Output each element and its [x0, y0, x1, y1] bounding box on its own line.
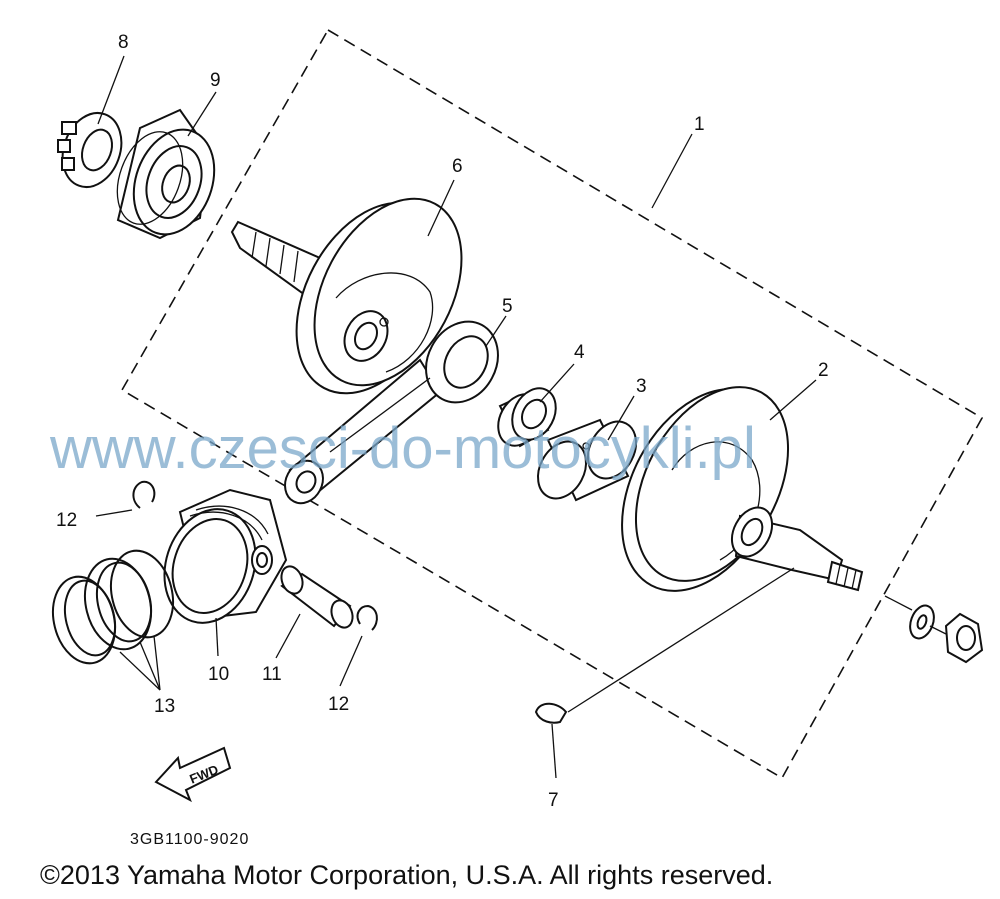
drawing-code: 3GB1100-9020 — [130, 831, 249, 848]
callout-7: 7 — [548, 790, 559, 811]
part-6-crank-left — [230, 197, 463, 395]
part-5-connecting-rod — [284, 320, 499, 505]
callout-6: 6 — [452, 156, 463, 177]
callout-12-right: 12 — [328, 694, 349, 715]
part-4-needle-bearing — [497, 387, 557, 448]
part-10-piston — [163, 488, 288, 624]
callout-13: 13 — [154, 696, 175, 717]
nut — [884, 595, 984, 664]
callout-11: 11 — [262, 664, 282, 685]
callout-12-left: 12 — [56, 510, 77, 531]
callout-9: 9 — [210, 70, 221, 91]
part-13-piston-rings — [52, 549, 174, 665]
callout-8: 8 — [118, 32, 129, 53]
callout-10: 10 — [208, 664, 229, 685]
part-11-piston-pin — [280, 565, 354, 629]
washer — [909, 604, 935, 640]
copyright-notice: ©2013 Yamaha Motor Corporation, U.S.A. A… — [40, 860, 773, 890]
part-2-crank-right — [621, 386, 864, 592]
part-12-circlip-left — [132, 480, 156, 509]
callout-5: 5 — [502, 296, 513, 317]
assembly-boundary — [120, 28, 984, 780]
callout-4: 4 — [574, 342, 585, 363]
callout-2: 2 — [818, 360, 829, 381]
fwd-arrow — [154, 746, 232, 803]
part-8-lock-nut — [57, 112, 123, 188]
part-12-circlip-right — [356, 604, 378, 631]
watermark: www.czesci-do-motocykli.pl — [49, 416, 756, 481]
callout-1: 1 — [694, 114, 705, 135]
part-9-bearing — [116, 108, 216, 240]
callout-3: 3 — [636, 376, 647, 397]
leader-lines — [95, 55, 817, 779]
part-7-woodruff-key — [534, 702, 568, 724]
